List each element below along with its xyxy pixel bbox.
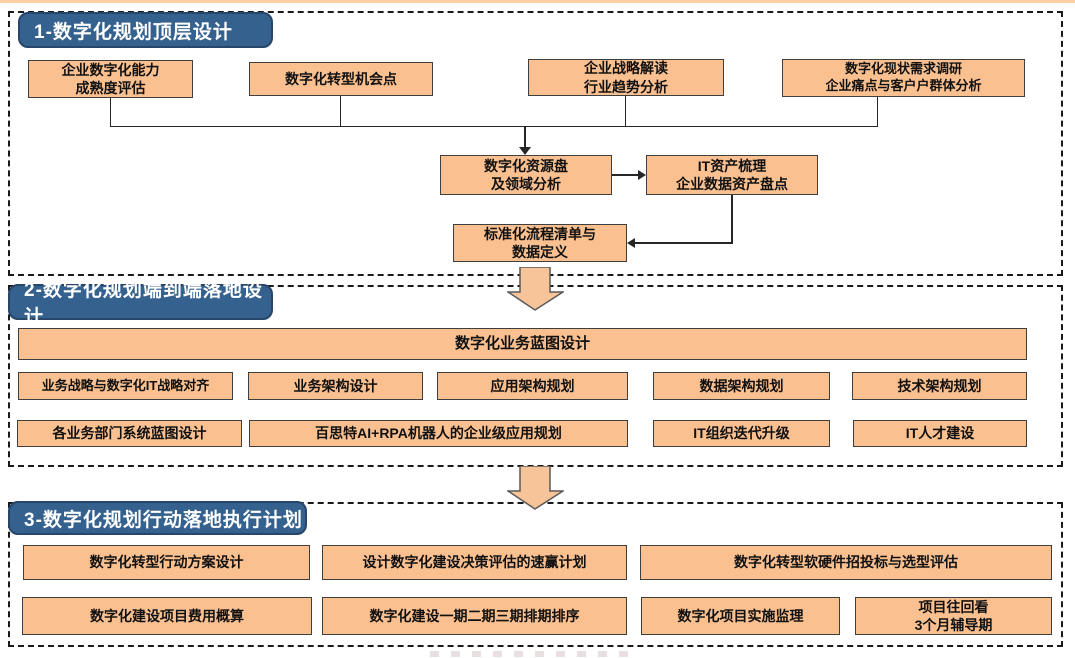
section-transition-arrow-icon (507, 267, 564, 311)
section-1-title: 1-数字化规划顶层设计 (18, 12, 273, 48)
box-business-architecture: 业务架构设计 (248, 372, 423, 400)
box-implementation-supervision: 数字化项目实施监理 (641, 597, 840, 635)
connector-line (110, 97, 111, 127)
arrowhead-left-icon (627, 238, 635, 248)
box-resource-inventory: 数字化资源盘 及领域分析 (440, 155, 612, 195)
box-project-review: 项目往回看 3个月辅导期 (855, 597, 1052, 635)
box-it-talent: IT人才建设 (853, 420, 1027, 447)
cut-off-watermark (430, 651, 640, 657)
connector-collector-line (110, 126, 878, 127)
box-quick-win-plan: 设计数字化建设决策评估的速赢计划 (322, 545, 627, 580)
box-tech-architecture: 技术架构规划 (852, 372, 1027, 400)
box-action-plan-design: 数字化转型行动方案设计 (23, 545, 310, 580)
connector-line (635, 242, 733, 244)
top-edge-strip (0, 0, 1075, 3)
box-status-survey: 数字化现状需求调研 企业痛点与客户户群体分析 (782, 59, 1025, 97)
box-strategy-trend: 企业战略解读 行业趋势分析 (528, 59, 724, 96)
connector-line (524, 126, 526, 148)
box-department-blueprint: 各业务部门系统蓝图设计 (17, 420, 242, 447)
section-transition-arrow-icon (507, 466, 564, 510)
box-transformation-opportunity: 数字化转型机会点 (249, 62, 433, 96)
bar-business-blueprint: 数字化业务蓝图设计 (18, 328, 1027, 360)
connector-line (625, 95, 626, 127)
arrowhead-right-icon (638, 170, 646, 180)
connector-line (731, 195, 733, 243)
connector-line (612, 174, 639, 176)
box-application-architecture: 应用架构规划 (437, 372, 628, 400)
box-process-list: 标准化流程清单与 数据定义 (453, 224, 627, 262)
arrowhead-down-icon (519, 147, 531, 155)
box-capability-maturity: 企业数字化能力 成熟度评估 (28, 60, 193, 98)
box-phase-scheduling: 数字化建设一期二期三期排期排序 (322, 597, 627, 635)
connector-line (877, 96, 878, 127)
box-ai-rpa-planning: 百思特AI+RPA机器人的企业级应用规划 (249, 420, 628, 447)
box-data-architecture: 数据架构规划 (653, 372, 830, 400)
box-bidding-selection: 数字化转型软硬件招投标与选型评估 (640, 545, 1052, 580)
section-2-title: 2-数字化规划端到端落地设计 (8, 280, 273, 328)
section-3-title: 3-数字化规划行动落地执行计划 (8, 501, 307, 535)
box-strategy-alignment: 业务战略与数字化IT战略对齐 (18, 372, 233, 400)
box-it-asset: IT资产梳理 企业数据资产盘点 (646, 155, 818, 195)
box-cost-estimate: 数字化建设项目费用概算 (22, 597, 312, 635)
connector-line (340, 96, 341, 127)
box-it-org-upgrade: IT组织迭代升级 (653, 420, 830, 447)
